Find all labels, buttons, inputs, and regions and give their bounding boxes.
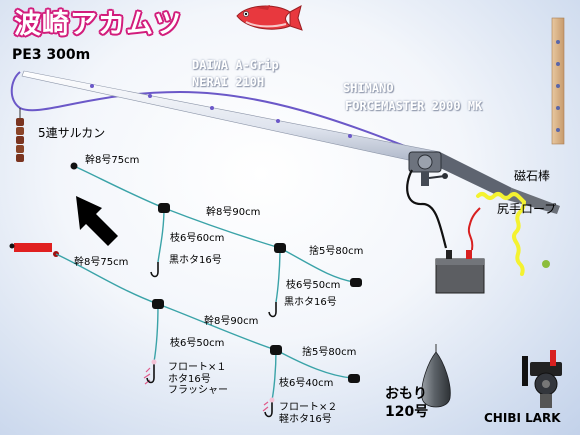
reel-model-line2: FORCEMASTER 2000 MK <box>345 99 483 113</box>
rig2-trunk-top-label: 幹8号75cm <box>74 257 129 268</box>
rig2-branch1-label: 枝6号50cm <box>170 338 225 349</box>
rod-model-line2: NERAI 210H <box>192 75 265 89</box>
main-line-label: PE3 300m <box>12 47 91 63</box>
leash-cable <box>406 169 448 249</box>
rig1-trunk-mid-label: 幹8号90cm <box>206 207 261 218</box>
red-fish-icon <box>236 5 303 31</box>
rig2-leaders <box>55 253 353 401</box>
rig1-branch2-label: 枝6号50cm <box>286 280 341 291</box>
rig2-hook1-label: フロート×１ ホタ16号 フラッシャー <box>168 362 228 396</box>
sinker-icon <box>421 344 451 408</box>
cushion-rubber <box>14 243 52 252</box>
chibi-lark-reel-icon <box>522 350 562 408</box>
rig2-flashers <box>143 367 269 412</box>
page-title: 波崎アカムツ <box>14 9 182 40</box>
rig1-hook1-label: 黒ホタ16号 <box>169 255 222 266</box>
rig2-branch2-label: 枝6号40cm <box>279 378 334 389</box>
rig1-leaders <box>73 165 355 303</box>
rig1-trunk-top-label: 幹8号75cm <box>85 155 140 166</box>
rig1-hook2-label: 黒ホタ16号 <box>284 297 337 308</box>
magnet-stick-icon <box>551 17 565 145</box>
rig2-trunk-mid-label: 幹8号90cm <box>204 316 259 327</box>
magnet-stick-label: 磁石棒 <box>514 169 551 183</box>
rig1-branch1-label: 枝6号60cm <box>170 233 225 244</box>
rig1-hooks <box>150 262 277 318</box>
swivel-chain-icon <box>16 108 24 162</box>
rod-model-line1: DAIWA A-Grip <box>192 58 279 72</box>
battery-box-icon <box>435 207 485 294</box>
swivel-chain-label: 5連サルカン <box>38 126 106 140</box>
chibi-lark-label: CHIBI LARK <box>484 411 561 425</box>
reel-model-line1: SHIMANO <box>343 81 394 95</box>
rig2-hook2-label: フロート×２ 軽ホタ16号 <box>279 402 338 425</box>
rig1-sacrifice-label: 捨5号80cm <box>309 246 364 257</box>
rig1-swivels <box>70 162 362 287</box>
sinker-label: おもり 120号 <box>385 386 429 420</box>
rig2-hooks <box>146 362 273 418</box>
fishing-rod <box>21 70 560 214</box>
butt-rope-icon <box>476 192 550 276</box>
rig2-swivels <box>152 299 360 383</box>
rig2-sacrifice-label: 捨5号80cm <box>302 347 357 358</box>
direction-arrow-icon <box>76 196 118 246</box>
reel-icon <box>408 151 448 186</box>
butt-rope-label: 尻手ロープ <box>497 202 557 216</box>
